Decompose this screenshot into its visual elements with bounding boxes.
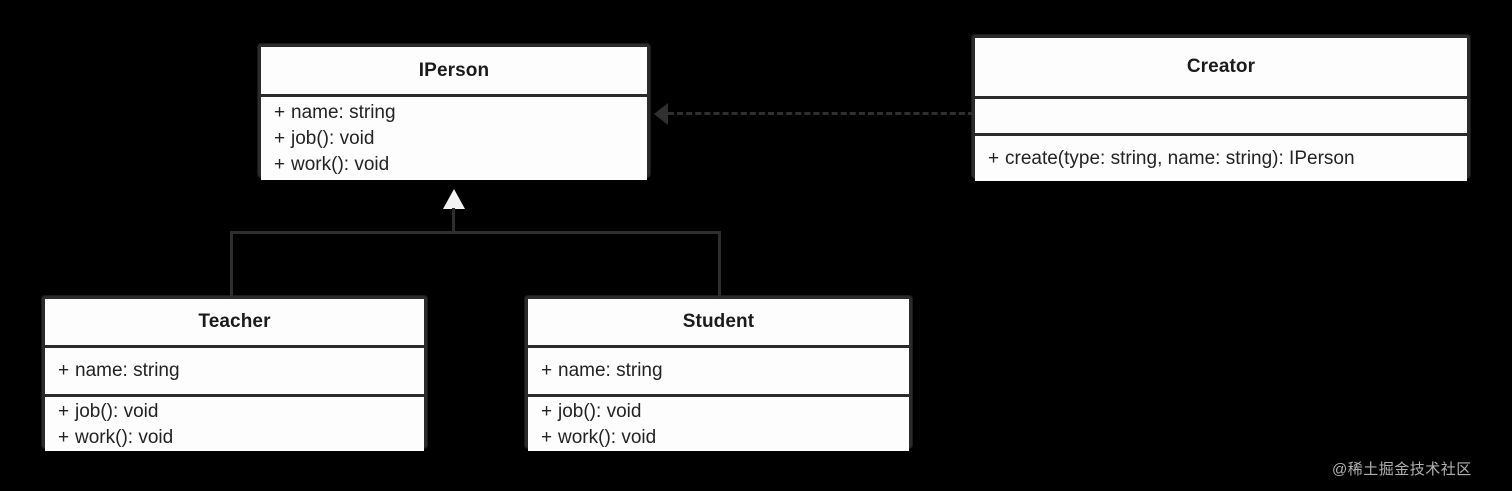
visibility-marker: +: [274, 154, 286, 175]
member-signature: name: string: [75, 360, 180, 381]
class-title-student: Student: [528, 299, 909, 345]
class-title-iperson: IPerson: [261, 47, 647, 94]
visibility-marker: +: [58, 401, 70, 422]
member-row: +job(): void: [541, 399, 897, 425]
member-row: +work(): void: [274, 152, 635, 178]
class-compartment-iperson-members: +name: string +job(): void +work(): void: [261, 94, 647, 180]
member-row: +name: string: [274, 100, 635, 126]
member-row: +name: string: [541, 358, 897, 384]
class-compartment-teacher-attributes: +name: string: [45, 345, 424, 394]
visibility-marker: +: [274, 102, 286, 123]
class-compartment-student-operations: +job(): void +work(): void: [528, 394, 909, 451]
class-title-creator: Creator: [975, 38, 1467, 96]
member-signature: job(): void: [75, 401, 159, 422]
member-row: +job(): void: [274, 126, 635, 152]
generalization-stem-line: [452, 208, 455, 233]
member-row: +create(type: string, name: string): IPe…: [988, 146, 1455, 172]
visibility-marker: +: [988, 147, 1000, 169]
visibility-marker: +: [274, 128, 286, 149]
member-signature: work(): void: [75, 427, 174, 448]
member-signature: work(): void: [558, 427, 657, 448]
visibility-marker: +: [541, 427, 553, 448]
class-box-student[interactable]: Student +name: string +job(): void +work…: [525, 296, 912, 451]
dependency-arrowhead-icon: [654, 103, 668, 125]
visibility-marker: +: [58, 360, 70, 381]
member-signature: create(type: string, name: string): IPer…: [1005, 147, 1355, 169]
class-box-teacher[interactable]: Teacher +name: string +job(): void +work…: [42, 296, 427, 451]
generalization-branch-line-teacher: [230, 231, 233, 297]
visibility-marker: +: [541, 401, 553, 422]
member-row: +job(): void: [58, 399, 412, 425]
class-title-teacher: Teacher: [45, 299, 424, 345]
watermark-text: @稀土掘金技术社区: [1332, 461, 1472, 478]
member-row: +work(): void: [58, 425, 412, 451]
member-signature: job(): void: [558, 401, 642, 422]
member-signature: name: string: [558, 360, 663, 381]
member-signature: work(): void: [291, 154, 390, 175]
class-compartment-creator-operations: +create(type: string, name: string): IPe…: [975, 133, 1467, 181]
member-row: +work(): void: [541, 425, 897, 451]
class-compartment-student-attributes: +name: string: [528, 345, 909, 394]
visibility-marker: +: [58, 427, 70, 448]
member-signature: name: string: [291, 102, 396, 123]
visibility-marker: +: [541, 360, 553, 381]
member-signature: job(): void: [291, 128, 375, 149]
member-row: +name: string: [58, 358, 412, 384]
dependency-line-creator-to-iperson: [668, 112, 974, 115]
class-box-iperson[interactable]: IPerson +name: string +job(): void +work…: [258, 44, 650, 180]
class-compartment-creator-attributes: [975, 96, 1467, 133]
class-box-creator[interactable]: Creator +create(type: string, name: stri…: [972, 35, 1470, 181]
generalization-arrowhead-icon: [443, 189, 465, 209]
class-compartment-teacher-operations: +job(): void +work(): void: [45, 394, 424, 451]
generalization-branch-line-student: [718, 231, 721, 297]
generalization-bus-line: [230, 231, 721, 234]
